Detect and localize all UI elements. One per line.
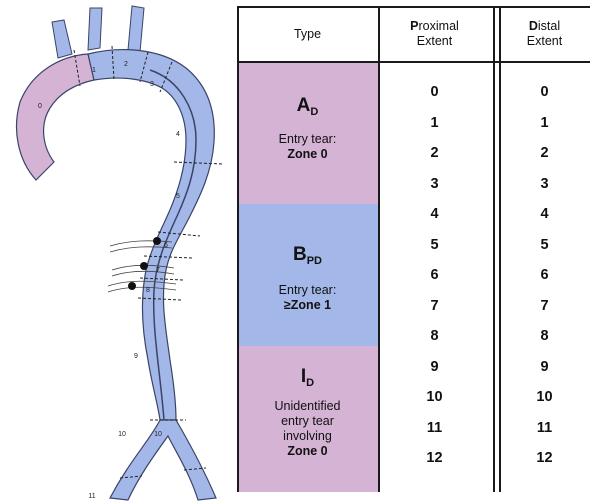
proximal-extent-value: 11 (378, 420, 491, 436)
proximal-extent-value: 5 (378, 237, 491, 253)
distal-extent-value: 4 (499, 206, 590, 222)
proximal-extent-value: 7 (378, 298, 491, 314)
type-b-zone: ≥Zone 1 (284, 298, 331, 313)
distal-extent-value: 11 (499, 420, 590, 436)
proximal-extent-value: 2 (378, 145, 491, 161)
zone-label: 2 (124, 61, 128, 68)
header-divider (237, 61, 590, 63)
type-b-desc: Entry tear: (279, 283, 337, 298)
proximal-extent-value: 0 (378, 84, 491, 100)
aortic-arch-and-descending-region (88, 50, 214, 420)
zone-label: 0 (38, 103, 42, 110)
aorta-zone-diagram: 0 1 2 3 4 5 6 7 8 9 10 10 11 (0, 0, 235, 504)
type-block-a: AD Entry tear: Zone 0 (237, 62, 378, 204)
distal-extent-value: 9 (499, 359, 590, 375)
zone-label: 5 (176, 193, 180, 200)
type-block-i: ID Unidentified entry tear involving Zon… (237, 346, 378, 492)
proximal-extent-value: 8 (378, 328, 491, 344)
column-divider-gap (493, 6, 495, 492)
type-b-title: BPD (293, 244, 322, 267)
type-i-title: ID (301, 366, 314, 389)
distal-extent-value: 0 (499, 84, 590, 100)
distal-extent-value: 6 (499, 267, 590, 283)
table-border-left (237, 6, 239, 492)
proximal-extent-value: 1 (378, 115, 491, 131)
distal-extent-value: 2 (499, 145, 590, 161)
zone-label: 9 (134, 353, 138, 360)
zone-label: 10 (118, 431, 126, 438)
type-a-desc: Entry tear: (279, 132, 337, 147)
proximal-extent-value: 4 (378, 206, 491, 222)
distal-extent-value: 12 (499, 450, 590, 466)
distal-extent-value: 3 (499, 176, 590, 192)
type-a-title: AD (297, 95, 319, 118)
zone-label: 3 (150, 81, 154, 88)
proximal-extent-value: 12 (378, 450, 491, 466)
type-a-zone: Zone 0 (287, 147, 327, 162)
classification-table: AD Entry tear: Zone 0 BPD Entry tear: ≥Z… (237, 6, 590, 492)
type-i-desc-3: involving (283, 429, 332, 444)
zone-label: 10 (154, 431, 162, 438)
zone-label: 11 (88, 493, 95, 500)
proximal-extent-value: 9 (378, 359, 491, 375)
distal-extent-value: 7 (499, 298, 590, 314)
zone-label: 7 (156, 267, 160, 274)
distal-extent-value: 1 (499, 115, 590, 131)
distal-extent-value: 10 (499, 389, 590, 405)
zone-0-region (17, 54, 94, 180)
proximal-extent-value: 6 (378, 267, 491, 283)
table-border-top (237, 6, 590, 8)
type-i-desc: Unidentified (274, 399, 340, 414)
distal-extent-value: 8 (499, 328, 590, 344)
type-i-desc-2: entry tear (281, 414, 334, 429)
zone-label: 8 (146, 287, 150, 294)
header-proximal-extent: Proximal Extent (378, 6, 491, 62)
distal-extent-value: 5 (499, 237, 590, 253)
zone-label: 6 (164, 242, 168, 249)
zone-label: 1 (92, 67, 96, 74)
type-i-zone: Zone 0 (287, 444, 327, 459)
header-type: Type (237, 6, 378, 62)
zone-label: 4 (176, 131, 180, 138)
proximal-extent-value: 3 (378, 176, 491, 192)
header-distal-extent: Distal Extent (499, 6, 590, 62)
proximal-extent-value: 10 (378, 389, 491, 405)
type-block-b: BPD Entry tear: ≥Zone 1 (237, 204, 378, 346)
